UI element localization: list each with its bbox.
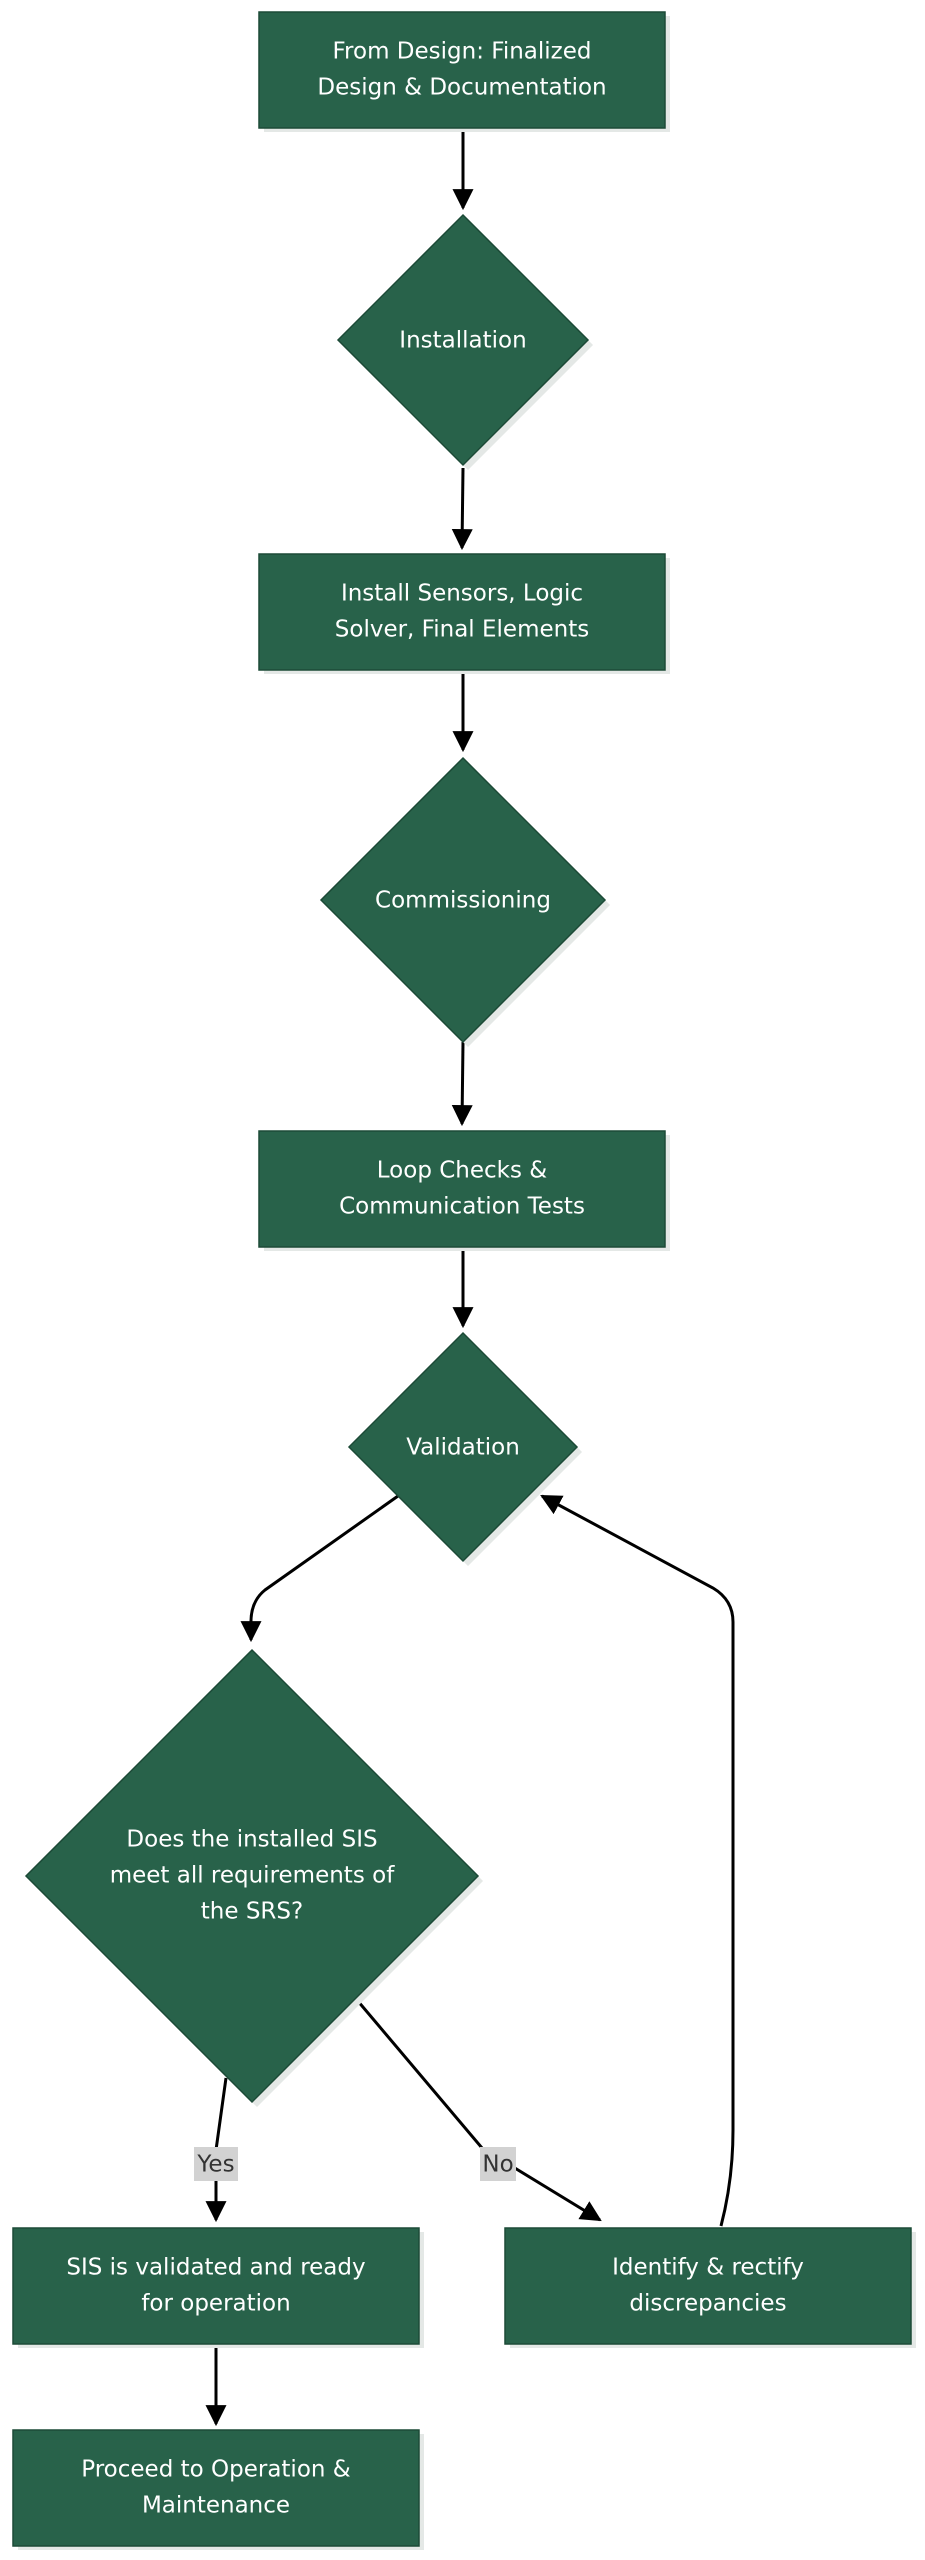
node-commissioning-line-1: Commissioning: [375, 888, 551, 914]
node-validation-line-1: Validation: [406, 1435, 520, 1461]
node-loop-checks: Loop Checks & Communication Tests: [258, 1130, 670, 1251]
node-requirements-decision-line-3: the SRS?: [201, 1899, 303, 1925]
edge-decision-no: [355, 1999, 602, 2222]
node-install-sensors: Install Sensors, Logic Solver, Final Ele…: [258, 553, 670, 674]
node-sis-validated-line-2: for operation: [141, 2291, 290, 2317]
node-validation: Validation: [347, 1331, 582, 1566]
node-commissioning: Commissioning: [319, 756, 610, 1047]
node-operation-line-1: Proceed to Operation &: [81, 2457, 351, 2483]
node-from-design-line-1: From Design: Finalized: [333, 39, 592, 65]
edge-label-no-text: No: [482, 2152, 513, 2178]
node-install-sensors-line-2: Solver, Final Elements: [335, 617, 589, 643]
edge-label-yes-text: Yes: [196, 2152, 234, 2178]
node-requirements-decision-line-2: meet all requirements of: [110, 1863, 396, 1889]
node-loop-checks-line-2: Communication Tests: [339, 1194, 585, 1220]
node-operation-line-2: Maintenance: [142, 2493, 290, 2519]
edge-commissioning-to-loop-checks: [451, 1041, 473, 1127]
edge-validation-to-decision: [240, 1494, 399, 1643]
edge-rectify-to-validation: [540, 1494, 735, 2227]
node-from-design-line-2: Design & Documentation: [317, 75, 606, 101]
node-requirements-decision: Does the installed SIS meet all requirem…: [24, 1648, 483, 2107]
node-installation-line-1: Installation: [399, 328, 526, 354]
node-rectify-line-2: discrepancies: [629, 2291, 786, 2317]
edge-label-yes: Yes: [194, 2147, 238, 2181]
node-installation: Installation: [336, 213, 593, 470]
edges: [205, 130, 735, 2427]
node-rectify-line-1: Identify & rectify: [612, 2255, 804, 2281]
edge-installation-to-install-sensors: [451, 467, 473, 551]
node-sis-validated: SIS is validated and ready for operation: [12, 2227, 424, 2348]
node-from-design: From Design: Finalized Design & Document…: [258, 11, 670, 132]
node-sis-validated-line-1: SIS is validated and ready: [66, 2255, 365, 2281]
node-requirements-decision-line-1: Does the installed SIS: [126, 1827, 377, 1853]
node-rectify: Identify & rectify discrepancies: [504, 2227, 916, 2348]
node-install-sensors-line-1: Install Sensors, Logic: [341, 581, 583, 607]
node-loop-checks-line-1: Loop Checks &: [377, 1158, 548, 1184]
node-operation: Proceed to Operation & Maintenance: [12, 2429, 424, 2550]
edge-label-no: No: [480, 2147, 516, 2181]
